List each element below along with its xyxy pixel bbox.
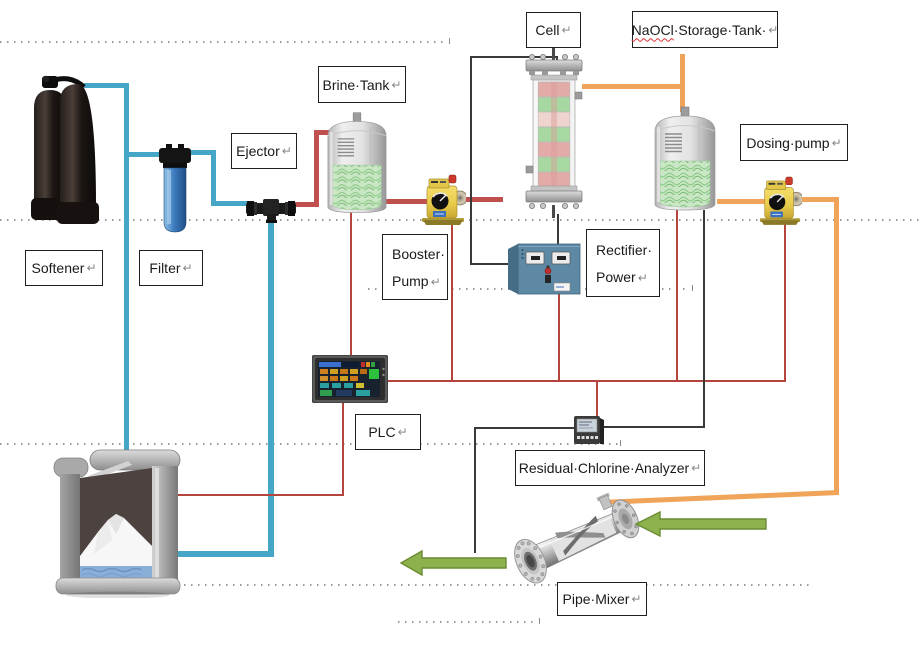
pipe-to-ejector: [216, 201, 250, 206]
label-analyzer-text: Residual·Chlorine·Analyzer: [518, 460, 690, 476]
grid-dotted-line: [0, 41, 447, 43]
label-brine-tank-text: Brine·Tank: [322, 76, 390, 93]
wire-analyzer-sample-probe: [474, 427, 476, 553]
wire-bus-analyzer: [596, 381, 598, 416]
pipe-branch-to-filter: [129, 152, 163, 157]
label-cell: Cell↵: [526, 12, 581, 48]
pipe-saturator-inlet: [166, 551, 274, 557]
label-ejector-text: Ejector: [236, 143, 280, 159]
return-mark: ↵: [631, 592, 642, 606]
ejector-tee: [246, 199, 296, 223]
pipe-pump-to-cell: [461, 197, 503, 202]
label-booster-line2: Pump↵: [392, 272, 441, 289]
return-mark: ↵: [86, 261, 97, 275]
label-pipe-mixer-text: Pipe·Mixer: [562, 591, 630, 607]
label-naocl-rest: ·Storage·Tank·: [673, 21, 767, 38]
label-rectifier-power: Rectifier· Power↵: [586, 229, 660, 297]
wire-rectifier-bus: [558, 293, 560, 381]
grid-dotted-line: [398, 621, 536, 623]
return-mark: ↵: [637, 270, 648, 285]
pipe-dosing-outlet: [792, 197, 838, 202]
flow-arrow-outlet: [399, 549, 507, 577]
pipe-brine-tank-top: [314, 130, 342, 135]
return-mark: ↵: [182, 261, 193, 275]
grid-end-mark: [620, 440, 621, 446]
wire-storagetank-bus: [676, 210, 678, 381]
label-residual-chlorine-analyzer: Residual·Chlorine·Analyzer↵: [515, 450, 705, 486]
pipe-cell-to-storage: [582, 84, 684, 89]
wire-cell-top: [470, 56, 558, 58]
label-booster-line1: Booster·: [392, 245, 445, 262]
label-ejector: Ejector↵: [231, 133, 297, 169]
label-softener-text: Softener: [31, 260, 85, 276]
wire-plc-down: [342, 403, 344, 495]
grid-end-mark: [449, 38, 450, 44]
pipe-ejector-to-saturator: [268, 216, 274, 557]
chlorine-analyzer-device: [574, 416, 604, 444]
label-filter: Filter↵: [139, 250, 203, 286]
pipe-softener-outlet: [84, 83, 129, 88]
wire-storagetank-analyzer-v: [703, 210, 705, 428]
label-filter-text: Filter: [149, 260, 181, 276]
label-rectifier-line2: Power↵: [596, 268, 648, 285]
pipe-ejector-brine: [290, 202, 318, 207]
pipe-storage-to-dosing: [717, 199, 765, 204]
return-mark: ↵: [430, 274, 441, 289]
wire-analyzer-right: [602, 426, 705, 428]
return-mark: ↵: [561, 23, 572, 37]
return-mark: ↵: [768, 22, 779, 37]
return-mark: ↵: [691, 461, 702, 475]
grid-dotted-line: [0, 443, 618, 445]
softener-tanks: [31, 75, 99, 224]
wire-analyzer-left: [474, 427, 578, 429]
pipe-filter-outlet: [186, 150, 216, 155]
rectifier-cabinet: [508, 243, 581, 295]
label-booster-pump: Booster· Pump↵: [382, 234, 448, 300]
salt-saturator: [53, 449, 181, 598]
wire-boosterpump-bus: [451, 222, 453, 381]
brine-tank: [327, 112, 387, 213]
return-mark: ↵: [831, 135, 842, 150]
grid-end-mark: [539, 618, 540, 624]
pipe-mixer-device: [514, 492, 640, 584]
wire-to-rectifier-left: [470, 263, 518, 265]
pipe-brinetank-to-pump: [385, 199, 427, 204]
pipe-filter-down: [211, 150, 216, 206]
label-plc: PLC↵: [355, 414, 421, 450]
label-softener: Softener↵: [25, 250, 103, 286]
naocl-storage-tank: [654, 106, 716, 211]
wire-cell-bottom-rectifier: [557, 214, 559, 246]
pipe-softener-to-saturator: [124, 83, 129, 460]
label-naocl-storage-tank: NaOCl·Storage·Tank·↵: [632, 11, 778, 48]
pipe-dosing-down: [834, 197, 839, 494]
wire-plc-bus: [386, 380, 786, 382]
label-pipe-mixer: Pipe·Mixer↵: [557, 582, 647, 616]
label-dosing-pump: Dosing·pump↵: [740, 124, 848, 161]
label-cell-text: Cell: [535, 22, 560, 38]
wire-plc-saturator: [170, 494, 344, 496]
pipe-brine-riser: [314, 130, 319, 207]
pipe-storage-top: [680, 54, 685, 112]
electrolytic-cell: [525, 48, 583, 218]
flow-arrow-inlet: [634, 510, 767, 538]
grid-dotted-line: [170, 584, 810, 586]
label-naocl-word: NaOCl: [631, 21, 674, 38]
wire-cell-left-drop: [470, 56, 472, 265]
return-mark: ↵: [397, 425, 408, 439]
label-dosing-pump-text: Dosing·pump: [746, 134, 830, 151]
wire-dosingpump-bus: [784, 222, 786, 381]
label-rectifier-line1: Rectifier·: [596, 241, 653, 258]
plc-touchscreen: [312, 355, 388, 403]
filter-cartridge: [159, 144, 191, 233]
return-mark: ↵: [391, 77, 402, 92]
label-brine-tank: Brine·Tank↵: [318, 66, 406, 103]
label-plc-text: PLC: [368, 424, 396, 440]
wire-brinetank-plc: [350, 212, 352, 356]
return-mark: ↵: [281, 144, 292, 158]
grid-end-mark: [692, 285, 693, 291]
booster-pump: [422, 174, 466, 225]
dosing-pump: [759, 176, 802, 225]
